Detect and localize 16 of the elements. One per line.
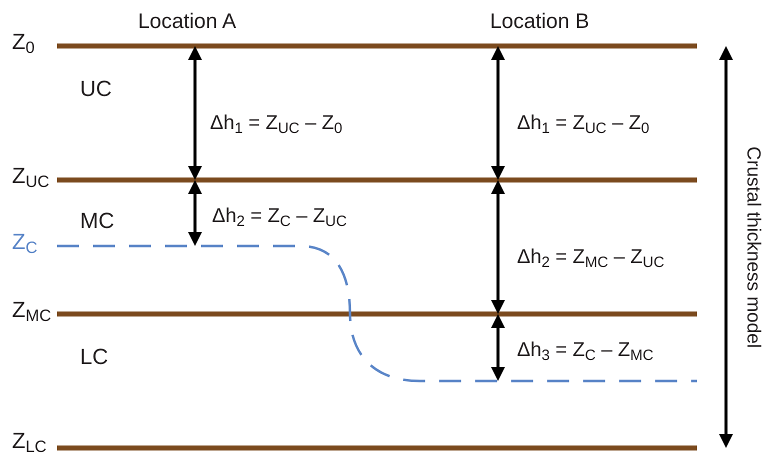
depth-label: Z$_{C}$	[12, 231, 38, 253]
layer-label: MC	[80, 207, 114, 235]
thickness-equation: Δh$_{1}$ = Z$_{UC}$ – Z$_{0}$	[210, 111, 342, 138]
column-heading: Location B	[490, 9, 590, 35]
depth-label: Z$_{LC}$	[12, 430, 47, 452]
thickness-equation: Δh$_{1}$ = Z$_{UC}$ – Z$_{0}$	[517, 111, 650, 138]
depth-label: Z$_{UC}$	[12, 165, 50, 187]
axis-title: Crustal thickness model	[741, 145, 763, 350]
column-heading: Location A	[138, 9, 236, 35]
depth-label: Z$_{MC}$	[12, 299, 52, 321]
depth-label: Z$_{0}$	[12, 31, 35, 53]
thickness-equation: Δh$_{2}$ = Z$_{MC}$ – Z$_{UC}$	[517, 245, 664, 272]
thickness-equation: Δh$_{2}$ = Z$_{C}$ – Z$_{UC}$	[212, 204, 347, 231]
thickness-equation: Δh$_{3}$ = Z$_{C}$ – Z$_{MC}$	[517, 338, 654, 365]
layer-label: LC	[80, 343, 108, 371]
layer-label: UC	[80, 75, 112, 103]
